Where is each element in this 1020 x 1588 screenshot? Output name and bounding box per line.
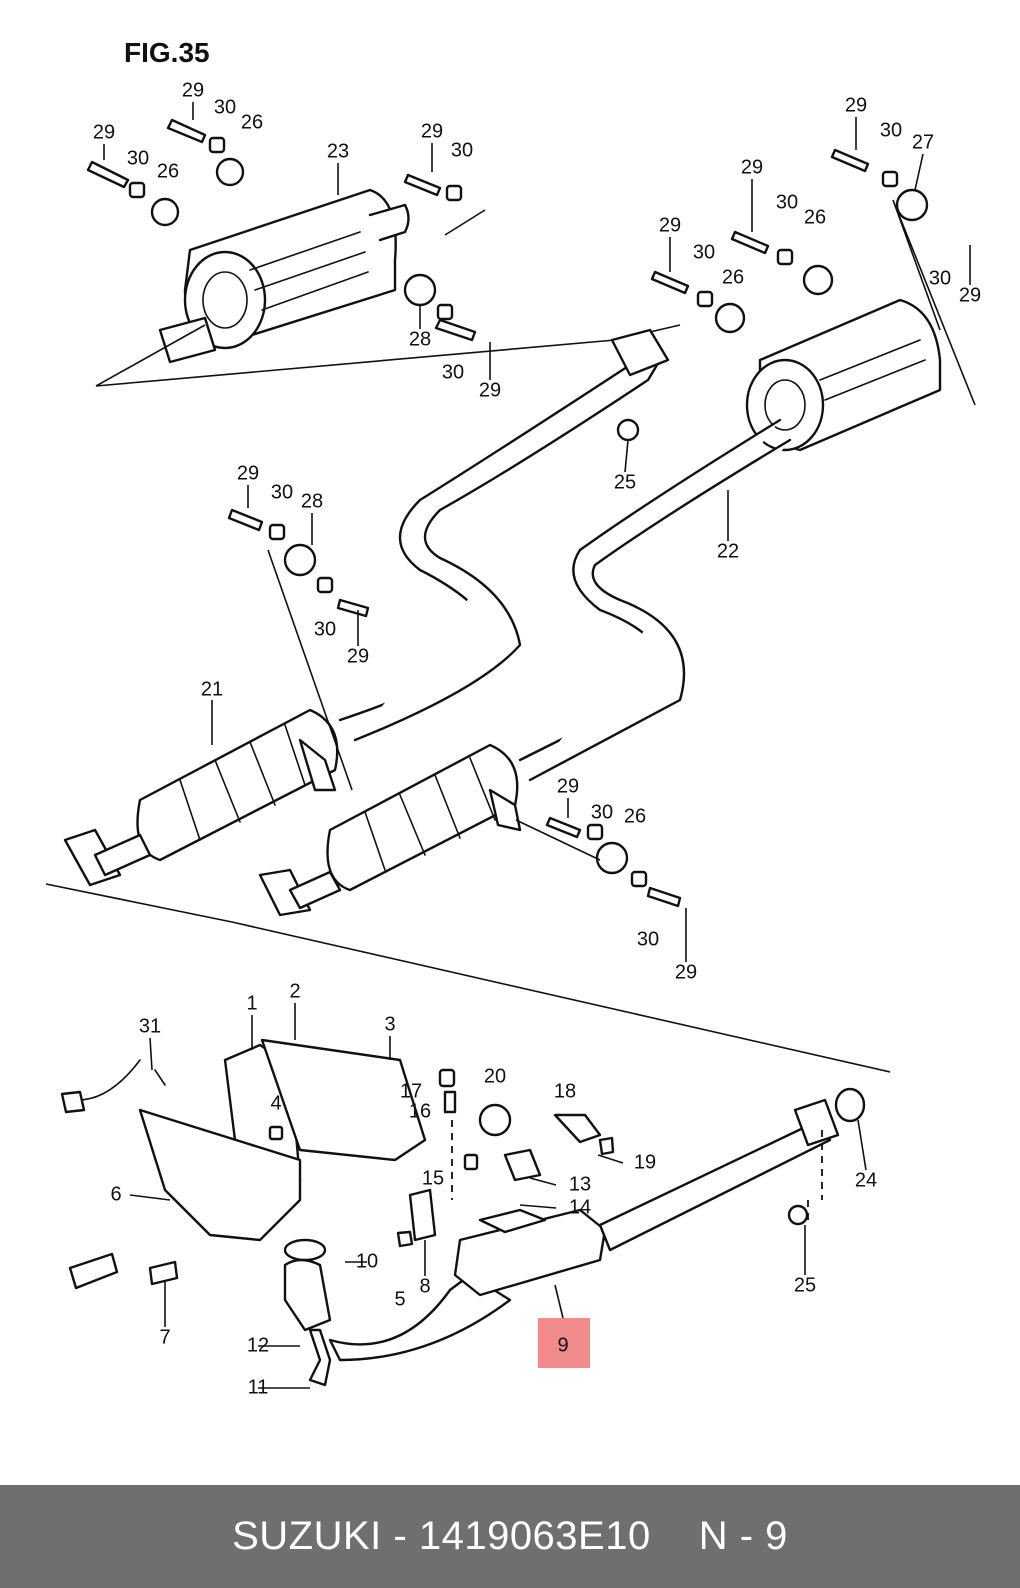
callout-30d: 30 xyxy=(442,361,464,383)
muffler-upper-right xyxy=(650,148,976,452)
callout-29f: 29 xyxy=(741,156,763,178)
callout-24: 24 xyxy=(855,1169,877,1191)
callout-7: 7 xyxy=(159,1326,170,1348)
callout-30g: 30 xyxy=(693,241,715,263)
callout-30h: 30 xyxy=(929,267,951,289)
callout-13: 13 xyxy=(569,1173,591,1195)
callout-29i: 29 xyxy=(237,462,259,484)
callout-31: 31 xyxy=(139,1015,161,1037)
catalyst-upper xyxy=(45,508,370,923)
callout-17: 17 xyxy=(400,1080,422,1102)
callout-30k: 30 xyxy=(591,801,613,823)
callout-1: 1 xyxy=(246,992,257,1014)
callout-20: 20 xyxy=(484,1065,506,1087)
callout-labels: 1 2 3 4 5 6 7 8 9 10 11 12 13 14 15 16 1… xyxy=(93,79,981,1398)
callout-29j: 29 xyxy=(347,645,369,667)
callout-29h: 29 xyxy=(959,284,981,306)
callout-30l: 30 xyxy=(637,928,659,950)
callout-30f: 30 xyxy=(776,191,798,213)
footer-separator: - xyxy=(393,1514,408,1558)
footer-brand: SUZUKI xyxy=(232,1514,382,1558)
callout-29d: 29 xyxy=(479,379,501,401)
callout-30b: 30 xyxy=(127,147,149,169)
callout-14: 14 xyxy=(569,1196,591,1218)
callout-26b: 26 xyxy=(157,160,179,182)
callout-30c: 30 xyxy=(451,139,473,161)
callout-3: 3 xyxy=(384,1013,395,1035)
callout-4: 4 xyxy=(270,1092,281,1114)
exhaust-parts-diagram: FIG.35 xyxy=(45,37,981,1398)
callout-15: 15 xyxy=(422,1167,444,1189)
callout-30i: 30 xyxy=(271,481,293,503)
figure-title: FIG.35 xyxy=(124,37,210,68)
callout-5: 5 xyxy=(394,1288,405,1310)
callout-6: 6 xyxy=(110,1183,121,1205)
muffler-upper-left xyxy=(86,118,681,387)
callout-19: 19 xyxy=(634,1151,656,1173)
callout-29l: 29 xyxy=(675,961,697,983)
callout-29g: 29 xyxy=(659,214,681,236)
callout-25b: 25 xyxy=(794,1274,816,1296)
callout-27: 27 xyxy=(912,131,934,153)
callout-28b: 28 xyxy=(301,490,323,512)
middle-pipes xyxy=(338,328,792,782)
callout-23: 23 xyxy=(327,140,349,162)
callout-29c: 29 xyxy=(421,120,443,142)
callout-30e: 30 xyxy=(880,119,902,141)
callout-18: 18 xyxy=(554,1080,576,1102)
callout-29b: 29 xyxy=(93,121,115,143)
callout-26e: 26 xyxy=(624,805,646,827)
callout-29a: 29 xyxy=(182,79,204,101)
front-pipe-assembly xyxy=(60,1038,866,1387)
callout-9: 9 xyxy=(557,1334,568,1356)
callout-21: 21 xyxy=(201,678,223,700)
callout-30j: 30 xyxy=(314,618,336,640)
catalyst-lower xyxy=(231,743,891,1073)
callout-8: 8 xyxy=(419,1275,430,1297)
callout-16: 16 xyxy=(409,1100,431,1122)
callout-26c: 26 xyxy=(804,206,826,228)
callout-26a: 26 xyxy=(241,111,263,133)
callout-30a: 30 xyxy=(214,96,236,118)
callout-2: 2 xyxy=(289,980,300,1002)
callout-leaders xyxy=(103,102,971,1389)
callout-28a: 28 xyxy=(409,328,431,350)
callout-26d: 26 xyxy=(722,266,744,288)
footer-bar: SUZUKI - 1419063E10 N - 9 xyxy=(0,1485,1020,1588)
highlight-box-9 xyxy=(538,1318,590,1368)
callout-22: 22 xyxy=(717,540,739,562)
callout-29e: 29 xyxy=(845,94,867,116)
footer-position: N - 9 xyxy=(698,1514,788,1558)
callout-25a: 25 xyxy=(614,471,636,493)
footer-part-number: 1419063E10 xyxy=(418,1514,651,1558)
callout-29k: 29 xyxy=(557,775,579,797)
